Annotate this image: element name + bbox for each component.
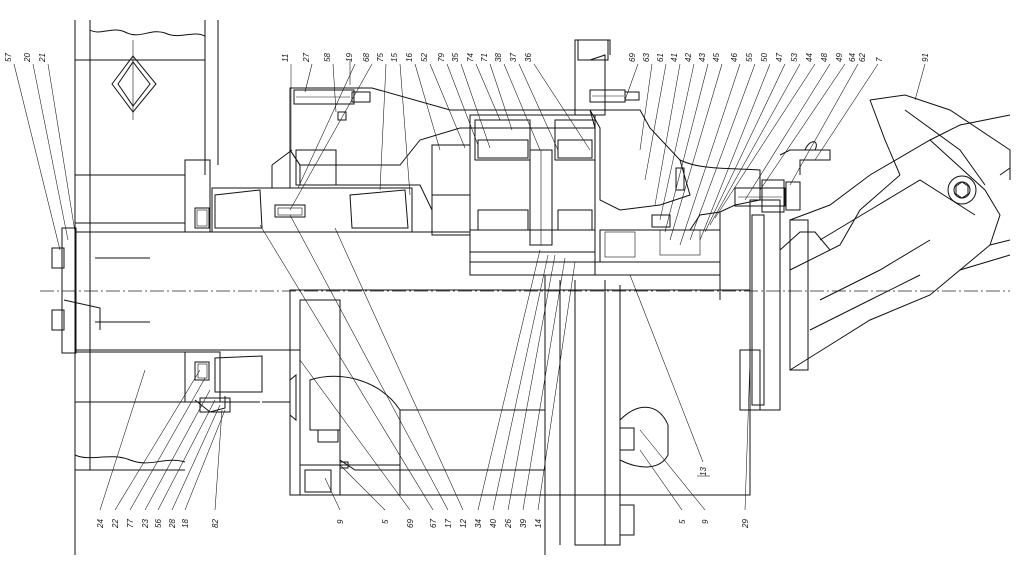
callout-label: 46 (730, 53, 739, 62)
callout-label: 22 (111, 519, 120, 529)
bottom-leader-lines (99, 214, 751, 511)
inner-callout-labels: 13 (697, 467, 710, 477)
callout-label: 37 (509, 53, 518, 62)
callout-label: 15 (390, 53, 399, 62)
callout-label: 19 (345, 53, 354, 62)
bottom-callout-labels: 24 22 77 23 56 28 18 82 9 5 69 67 17 12 … (96, 519, 750, 529)
callout-label: 77 (126, 519, 135, 528)
callout-label: 9 (701, 519, 710, 524)
callout-label: 20 (23, 53, 32, 63)
callout-label: 40 (489, 519, 498, 528)
main-housing (271, 60, 596, 233)
hydraulic-motor (779, 94, 1011, 371)
lower-housing (262, 275, 761, 555)
callout-label: 27 (302, 53, 311, 63)
callout-label: 24 (96, 519, 105, 529)
callout-label: 63 (642, 53, 651, 62)
input-bearing-housing (184, 159, 413, 413)
callout-label: 67 (429, 519, 438, 528)
callout-label: 5 (381, 519, 390, 524)
callout-label: 5 (678, 519, 687, 524)
callout-label: 42 (684, 53, 693, 62)
callout-label: 35 (451, 53, 460, 62)
callout-label: 11 (281, 54, 290, 62)
top-callout-labels: 57 20 21 11 27 58 19 68 75 15 16 52 79 3… (4, 53, 930, 63)
callout-label: 64 (848, 53, 857, 62)
callout-label: 53 (790, 53, 799, 62)
callout-label: 48 (820, 53, 829, 62)
callout-label: 69 (628, 53, 637, 62)
callout-label: 49 (835, 53, 844, 62)
callout-label: 61 (656, 53, 665, 62)
callout-label: 29 (741, 519, 750, 529)
callout-label: 38 (494, 53, 503, 62)
callout-label: 57 (4, 53, 13, 62)
callout-label: 16 (405, 53, 414, 62)
callout-label: 75 (376, 53, 385, 62)
top-leader-lines (13, 63, 926, 251)
callout-label: 45 (712, 53, 721, 62)
callout-label: 56 (154, 519, 163, 528)
callout-label: 7 (875, 57, 884, 62)
planetary-gear-stage (431, 39, 721, 276)
callout-label: 69 (406, 519, 415, 528)
callout-label: 28 (168, 519, 177, 529)
callout-label: 91 (921, 53, 930, 62)
callout-label: 34 (474, 519, 483, 528)
callout-label: 52 (420, 53, 429, 62)
left-support-frame (74, 20, 260, 555)
callout-label: 13 (699, 467, 708, 476)
callout-label: 55 (745, 53, 754, 62)
callout-label: 62 (858, 53, 867, 62)
callout-label: 17 (444, 519, 453, 528)
callout-label: 39 (519, 519, 528, 528)
callout-label: 50 (760, 53, 769, 62)
callout-label: 26 (504, 519, 513, 529)
callout-label: 23 (141, 519, 150, 529)
callout-label: 82 (211, 519, 220, 528)
callout-label: 21 (38, 53, 47, 63)
callout-label: 71 (480, 53, 489, 62)
callout-label: 44 (805, 53, 814, 62)
callout-label: 43 (698, 53, 707, 62)
callout-label: 68 (362, 53, 371, 62)
callout-label: 14 (534, 519, 543, 528)
callout-label: 9 (336, 519, 345, 524)
callout-label: 12 (459, 519, 468, 528)
callout-label: 58 (323, 53, 332, 62)
callout-label: 18 (181, 519, 190, 528)
callout-label: 47 (775, 53, 784, 62)
callout-label: 74 (466, 53, 475, 62)
callout-label: 79 (437, 53, 446, 62)
callout-label: 36 (524, 53, 533, 62)
output-flange (679, 141, 831, 411)
callout-label: 41 (670, 53, 679, 62)
